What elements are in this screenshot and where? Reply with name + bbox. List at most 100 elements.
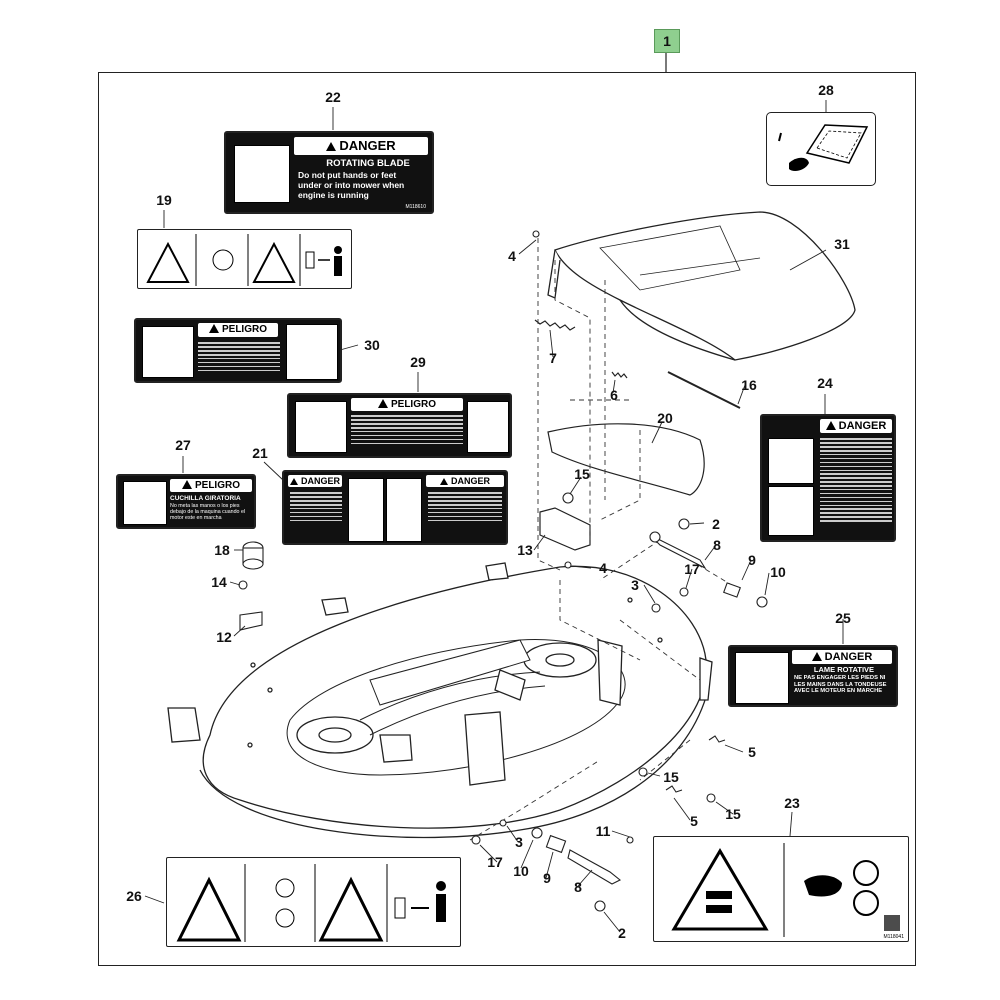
thrown-objects-pictogram [286,324,338,380]
warning-triangle-icon [318,876,384,942]
callout-21: 21 [252,445,268,461]
decal-28-chute-instruction [766,112,876,186]
decal-27-peligro-cuchilla: PELIGRO CUCHILLA GIRATORIA No meta las m… [116,474,256,529]
decal-27-body: No meta las manos o los pies debajo de l… [170,503,246,522]
callout-8: 8 [574,879,582,895]
callout-28: 28 [818,82,834,98]
callout-3: 3 [631,577,639,593]
callout-3: 3 [515,834,523,850]
callout-29: 29 [410,354,426,370]
decal-22-title: ROTATING BLADE [326,158,410,169]
decal-24-fine-print [820,436,892,524]
decal-23-code: M118041 [883,934,904,940]
warning-triangle-icon [377,399,388,408]
warning-triangle-icon [146,241,190,283]
decal-19-safety-pictograms [137,229,352,289]
discharge-chute [547,211,856,361]
callout-16: 16 [741,377,757,393]
callout-5: 5 [748,744,756,760]
chute-hand-pictogram [778,124,869,171]
decal-25-danger-lame-rotative: DANGER LAME ROTATIVE NE PAS ENGAGER LES … [728,645,898,707]
callout-17: 17 [684,561,700,577]
assembly-number-badge: 1 [654,29,680,53]
callout-14: 14 [211,574,227,590]
callout-7: 7 [549,350,557,366]
leader-lines [144,100,844,933]
warning-triangle-icon [208,324,219,333]
baffle-plate [547,423,705,496]
decal-25-header: DANGER [824,651,873,663]
callout-9: 9 [748,552,756,568]
rotating-blade-icon [853,860,879,886]
decal-21-danger-bilingual: DANGER DANGER [282,470,508,545]
decal-21-fine-print-right [428,490,502,524]
decal-21-fine-print-left [290,490,342,524]
callout-4: 4 [508,248,516,264]
callout-23: 23 [784,795,800,811]
callout-18: 18 [214,542,230,558]
decal-24-header: DANGER [838,420,887,432]
callout-27: 27 [175,437,191,453]
callout-2: 2 [618,925,626,941]
callout-6: 6 [610,387,618,403]
hand-blade-pictogram [123,481,167,525]
person-icon [334,246,342,254]
decal-22-code: M118610 [405,204,426,210]
hand-blade-pictogram [234,145,290,203]
rotating-blade-icon [212,249,234,271]
decal-23-icons [671,843,900,937]
warning-triangle-icon [181,480,192,489]
callout-31: 31 [834,236,850,252]
decal-22-header: DANGER [339,138,396,153]
hand-blade-pictogram [142,326,194,378]
decal-23-pictogram: M118041 [653,836,909,942]
rotating-blade-icon [275,878,295,898]
callout-20: 20 [657,410,673,426]
decal-22-danger-rotating-blade: DANGER ROTATING BLADE Do not put hands o… [224,131,434,214]
callout-15: 15 [663,769,679,785]
callout-15: 15 [725,806,741,822]
thrown-objects-pictogram [768,486,814,536]
callout-19: 19 [156,192,172,208]
callout-22: 22 [325,89,341,105]
decal-26-safety-pictograms [166,857,461,947]
callout-24: 24 [817,375,833,391]
warning-triangle-icon [811,652,822,661]
warning-triangle-icon [176,876,242,942]
callout-4: 4 [599,560,607,576]
qr-code [884,915,900,931]
warning-triangle-icon [825,421,836,430]
warning-triangle-icon [289,478,298,485]
thrown-objects-pictogram [386,478,422,542]
person-icon [436,881,446,891]
decal-30-peligro: PELIGRO [134,318,342,383]
callout-5: 5 [690,813,698,829]
warning-triangle-icon [671,848,769,931]
decal-24-danger: DANGER [760,414,896,542]
hand-blade-pictogram [735,652,789,704]
callout-8: 8 [713,537,721,553]
spring-7 [534,319,576,331]
callout-26: 26 [126,888,142,904]
decal-21-header-right: DANGER [450,476,490,486]
decal-27-header: PELIGRO [194,480,240,491]
callout-2: 2 [712,516,720,532]
thrown-objects-pictogram [467,401,509,453]
decal-25-body: NE PAS ENGAGER LES PIEDS NI LES MAINS DA… [794,675,887,695]
callout-15: 15 [574,466,590,482]
callout-25: 25 [835,610,851,626]
hinge-rod [667,371,741,409]
decal-29-peligro: PELIGRO [287,393,512,458]
decal-25-title: LAME ROTATIVE [813,665,875,674]
bracket-13 [539,507,591,551]
warning-triangle-icon [326,142,337,151]
callout-12: 12 [216,629,232,645]
hand-blade-pictogram [768,438,814,484]
decal-29-fine-print [351,413,463,447]
callout-17: 17 [487,854,503,870]
hand-icon [804,875,842,897]
callout-10: 10 [513,863,529,879]
decal-19-icons [146,234,342,286]
decal-26-icons [176,864,446,942]
